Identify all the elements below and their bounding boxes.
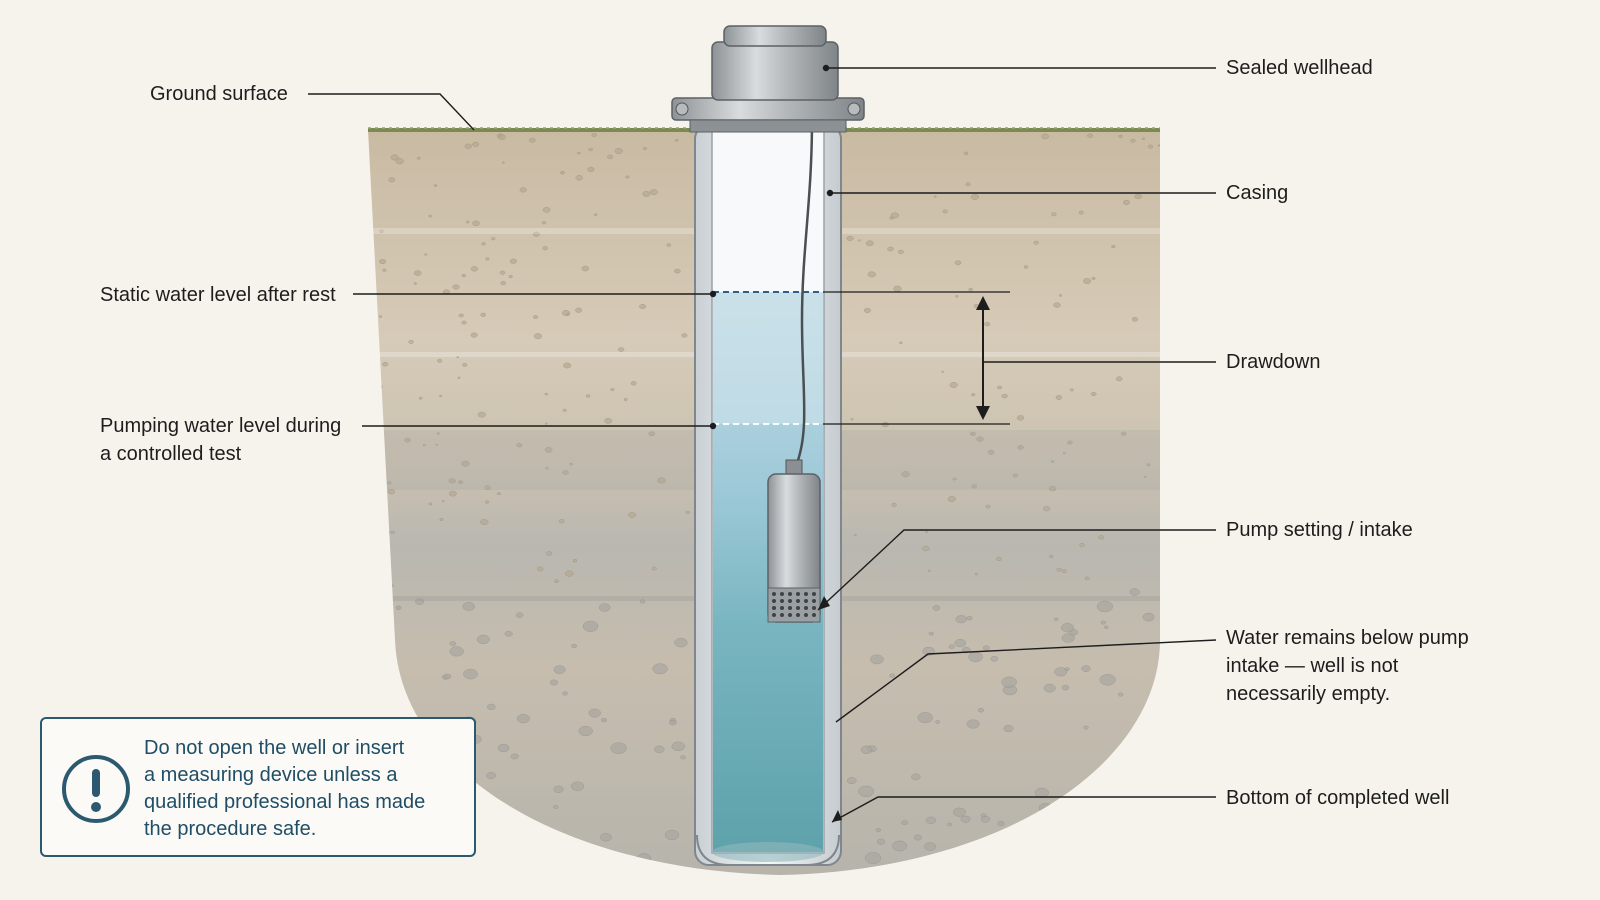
sealed-wellhead xyxy=(671,25,865,133)
drawdown-arrow xyxy=(976,296,990,420)
label-sealed-wellhead: Sealed wellhead xyxy=(1226,57,1373,79)
submersible-pump xyxy=(767,459,821,623)
label-water-below-line1: Water remains below pump xyxy=(1226,627,1469,649)
label-water-below-line2: intake — well is not xyxy=(1226,655,1399,677)
warning-line1: Do not open the well or insert xyxy=(144,737,405,759)
warning-line3: qualified professional has made xyxy=(144,791,426,813)
label-ground-surface: Ground surface xyxy=(150,83,288,105)
pump-cable xyxy=(794,119,814,467)
label-static-water-level: Static water level after rest xyxy=(100,284,336,306)
safety-warning-box: Do not open the well or insert a measuri… xyxy=(40,717,476,857)
warning-line2: a measuring device unless a xyxy=(144,764,398,786)
warning-line4: the procedure safe. xyxy=(144,818,317,840)
leader-lines xyxy=(308,64,1217,823)
label-water-below-line3: necessarily empty. xyxy=(1226,683,1391,705)
label-pump-intake: Pump setting / intake xyxy=(1226,519,1413,541)
label-pumping-water-level: Pumping water level during a controlled … xyxy=(100,412,341,468)
label-water-below-intake: Water remains below pump intake — well i… xyxy=(1226,624,1469,708)
safety-warning-text: Do not open the well or insert a measuri… xyxy=(144,735,464,843)
label-drawdown: Drawdown xyxy=(1226,351,1321,373)
label-casing: Casing xyxy=(1226,182,1289,204)
exclamation-circle-icon xyxy=(62,755,130,823)
label-bottom-of-well: Bottom of completed well xyxy=(1226,787,1450,809)
label-pumping-water-level-line1: Pumping water level during xyxy=(100,415,342,437)
label-pumping-water-level-line2: a controlled test xyxy=(100,443,242,465)
